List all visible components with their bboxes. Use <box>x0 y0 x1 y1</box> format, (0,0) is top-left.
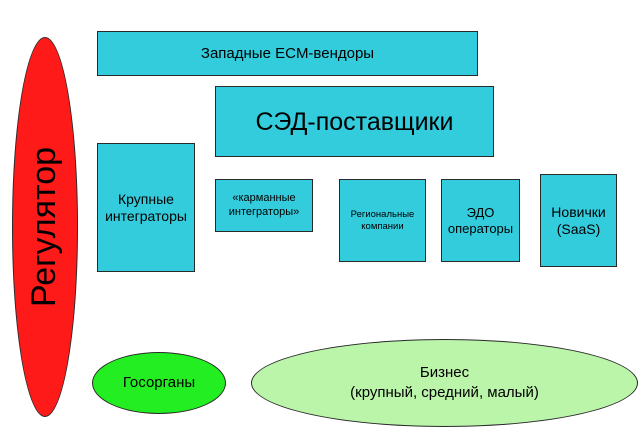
sed-vendors-box: СЭД-поставщики <box>215 86 494 157</box>
large-integrators-box: Крупные интеграторы <box>97 143 195 272</box>
regulator-ellipse: Регулятор <box>12 37 78 417</box>
pocket-integrators-label-line2: интеграторы» <box>228 205 300 218</box>
edo-operators-label-line1: ЭДО <box>466 204 495 220</box>
edo-operators-label-line2: операторы <box>447 220 514 236</box>
regulator-label: Регулятор <box>25 146 64 307</box>
business-label-line2: (крупный, средний, малый) <box>350 384 539 401</box>
edo-operators-box: ЭДО операторы <box>441 179 520 262</box>
large-integrators-label-line1: Крупные <box>118 190 174 207</box>
western-ecm-vendors-box: Западные ECM-вендоры <box>97 31 478 76</box>
newcomers-label-line1: Новички <box>551 203 606 220</box>
regional-companies-label-line2: компании <box>361 220 404 232</box>
pocket-integrators-box: «карманные интеграторы» <box>215 179 313 232</box>
regional-companies-label-line1: Региональные <box>350 209 415 221</box>
regional-companies-box: Региональные компании <box>339 179 426 262</box>
business-label-line1: Бизнес <box>419 363 470 381</box>
western-ecm-vendors-label: Западные ECM-вендоры <box>200 44 375 62</box>
pocket-integrators-label-line1: «карманные <box>232 192 296 205</box>
business-ellipse: Бизнес (крупный, средний, малый) <box>251 339 638 427</box>
government-ellipse: Госорганы <box>92 352 226 414</box>
newcomers-saas-box: Новички (SaaS) <box>540 174 617 267</box>
newcomers-label-line2: (SaaS) <box>556 220 601 237</box>
sed-vendors-label: СЭД-поставщики <box>255 107 454 136</box>
government-label: Госорганы <box>122 373 196 391</box>
large-integrators-label-line2: интеграторы <box>105 207 187 224</box>
